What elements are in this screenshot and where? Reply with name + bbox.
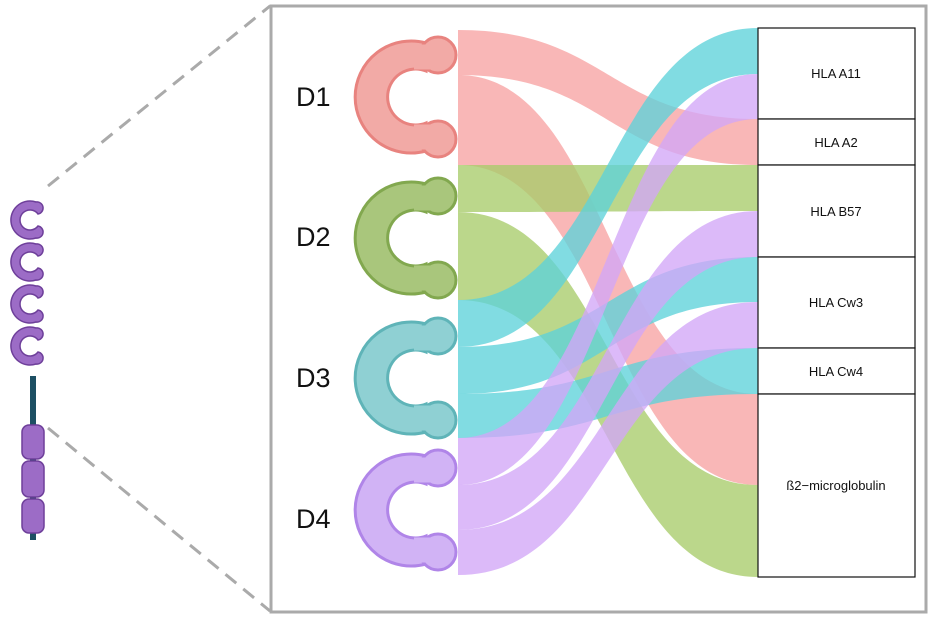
target-label-hla-cw4: HLA Cw4 xyxy=(809,364,863,379)
zoom-dash-top xyxy=(47,4,271,188)
domain-label-d1: D1 xyxy=(296,82,331,112)
target-label-hla-a11: HLA A11 xyxy=(811,66,861,81)
domain-seam-d4-0 xyxy=(414,457,430,483)
molecule-bead-2 xyxy=(21,460,45,498)
flow-d4-hla-a11 xyxy=(458,74,758,485)
flow-d4-hla-b57 xyxy=(458,211,758,530)
domain-label-d2: D2 xyxy=(296,222,331,252)
flow-d3-hla-a11 xyxy=(458,28,758,347)
molecule-c-domain-4 xyxy=(10,326,44,366)
domain-shape-d1 xyxy=(353,35,458,159)
domain-label-d3: D3 xyxy=(296,363,331,393)
zoom-dash-bottom xyxy=(47,426,271,613)
target-box-hla-b57 xyxy=(757,164,916,258)
domain-body-d4 xyxy=(353,452,428,568)
domain-body-d1 xyxy=(353,39,428,155)
flow-layer xyxy=(458,28,758,577)
domain-seam-d3-0 xyxy=(414,325,430,351)
flow-d4-hla-cw3 xyxy=(458,302,758,575)
domain-seam-d4-1 xyxy=(414,537,430,563)
domain-label-d4: D4 xyxy=(296,504,331,534)
domain-shape-d4 xyxy=(353,448,458,572)
molecule-bead-1 xyxy=(21,424,45,460)
domain-shape-d3 xyxy=(353,316,458,440)
molecule-overview xyxy=(10,200,45,540)
target-label-b2m: ß2−microglobulin xyxy=(786,478,885,493)
target-box-hla-a2 xyxy=(757,118,916,166)
target-box-b2m xyxy=(757,393,916,578)
molecule-c-domain-3 xyxy=(10,284,44,324)
molecule-c-domain-2 xyxy=(10,242,44,282)
domain-seam-d1-1 xyxy=(414,124,430,150)
domain-seam-d3-1 xyxy=(414,405,430,431)
molecule-c-domain-1 xyxy=(10,200,44,240)
target-label-hla-a2: HLA A2 xyxy=(814,135,857,150)
domain-shape-d2 xyxy=(353,176,458,300)
domain-body-d2 xyxy=(353,180,428,296)
molecule-bead-3 xyxy=(21,498,45,534)
target-box-hla-cw3 xyxy=(757,256,916,349)
domain-body-d3 xyxy=(353,320,428,436)
domain-seam-d2-1 xyxy=(414,265,430,291)
domain-seam-d2-0 xyxy=(414,185,430,211)
domain-seam-d1-0 xyxy=(414,44,430,70)
target-box-hla-cw4 xyxy=(757,347,916,395)
domain-layer xyxy=(353,35,458,572)
target-label-hla-cw3: HLA Cw3 xyxy=(809,295,863,310)
target-box-hla-a11 xyxy=(757,27,916,120)
target-label-hla-b57: HLA B57 xyxy=(810,204,861,219)
flow-d3-hla-cw3 xyxy=(458,257,758,394)
